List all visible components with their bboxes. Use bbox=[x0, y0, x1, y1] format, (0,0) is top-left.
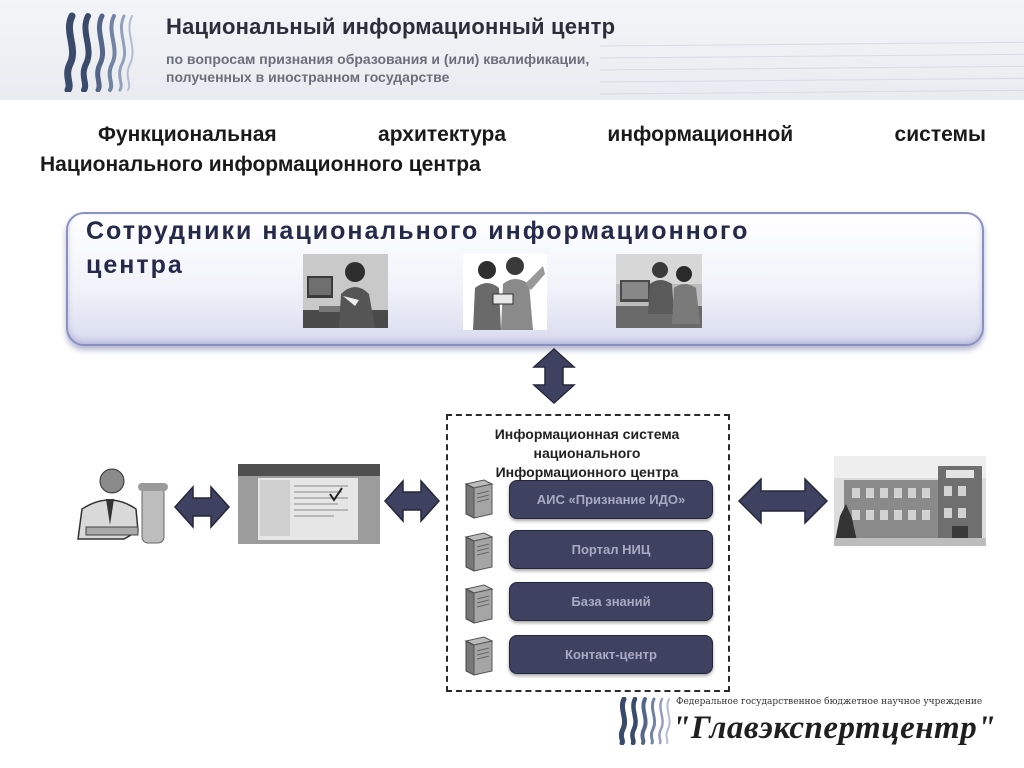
slide-title-word: архитектура bbox=[378, 123, 507, 146]
module-contact-center[interactable]: Контакт-центр bbox=[509, 635, 713, 674]
staff-colleagues-image bbox=[463, 254, 547, 330]
is-title-line3: Информационного центра bbox=[495, 464, 679, 480]
website-screenshot-image bbox=[238, 464, 380, 544]
horizontal-double-arrow-icon bbox=[383, 479, 441, 523]
staff-title-line1: Сотрудники национального информационного bbox=[86, 217, 750, 245]
staff-office-image bbox=[616, 254, 702, 328]
server-icon bbox=[464, 532, 494, 572]
is-title-line2: национального bbox=[533, 445, 641, 461]
is-title-line1: Информационная система bbox=[494, 426, 680, 442]
horizontal-double-arrow-icon bbox=[173, 485, 231, 529]
horizontal-double-arrow-icon bbox=[737, 477, 829, 525]
vertical-double-arrow-icon bbox=[532, 347, 576, 405]
glavexpertcenter-logo-icon bbox=[618, 697, 671, 745]
building-image bbox=[834, 456, 986, 546]
staff-operator-image bbox=[303, 254, 388, 328]
footer-brand-name: "Главэкспертцентр" bbox=[672, 710, 997, 746]
module-knowledge-base[interactable]: База знаний bbox=[509, 582, 713, 621]
module-nic-portal[interactable]: Портал НИЦ bbox=[509, 530, 713, 569]
server-icon bbox=[464, 479, 494, 519]
header-subtitle-line2: полученных в иностранном государстве bbox=[166, 69, 450, 85]
information-system-title: Информационная система национального Инф… bbox=[470, 425, 704, 482]
slide-title-word: Функциональная bbox=[98, 123, 277, 146]
server-icon bbox=[464, 584, 494, 624]
footer-org-label: Федеральное государственное бюджетное на… bbox=[676, 697, 983, 707]
header-band bbox=[0, 0, 1024, 100]
header-subtitle-line1: по вопросам признания образования и (или… bbox=[166, 51, 590, 67]
slide-title-line1: Функциональная архитектура информационно… bbox=[40, 120, 986, 150]
staff-panel-title: Сотрудники национального информационного… bbox=[86, 214, 886, 282]
header-title: Национальный информационный центр bbox=[166, 14, 616, 39]
slide-title-line2: Национального информационного центра bbox=[40, 153, 481, 176]
header-decor-stripes bbox=[599, 41, 1024, 95]
slide-title-word: информационной bbox=[607, 123, 794, 146]
staff-title-line2: центра bbox=[86, 251, 184, 279]
server-icon bbox=[464, 636, 494, 676]
slide-title: Функциональная архитектура информационно… bbox=[40, 120, 986, 180]
nic-logo-icon bbox=[64, 12, 134, 92]
slide-title-word: системы bbox=[894, 123, 986, 146]
module-ais-recognition[interactable]: АИС «Признание ИДО» bbox=[509, 480, 713, 519]
user-image bbox=[77, 468, 168, 544]
